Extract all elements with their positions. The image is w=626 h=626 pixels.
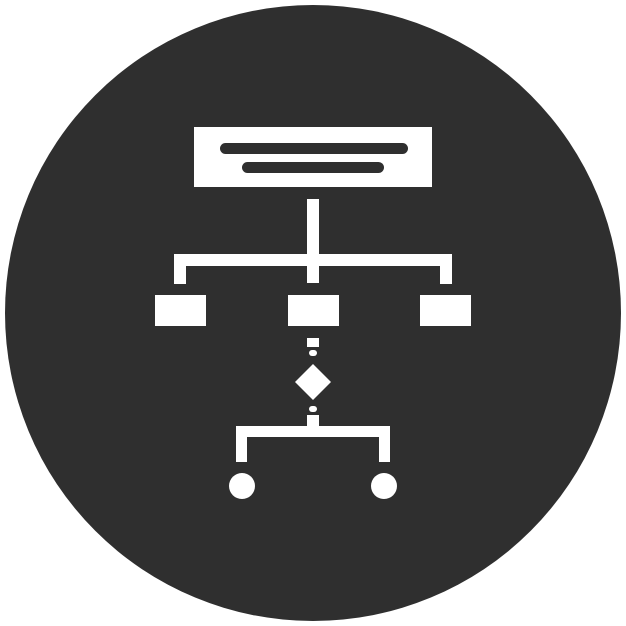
terminal-node-right (371, 473, 397, 499)
process-box-middle (288, 295, 339, 326)
top-connector (174, 199, 452, 284)
bottom-connector (236, 426, 390, 462)
decision-diamond (295, 364, 331, 400)
process-box-right (420, 295, 471, 326)
process-box-left (155, 295, 206, 326)
dotted-connector-top (307, 338, 319, 356)
dotted-connector-bottom (307, 406, 319, 426)
terminal-node-left (229, 473, 255, 499)
header-box (194, 127, 432, 187)
